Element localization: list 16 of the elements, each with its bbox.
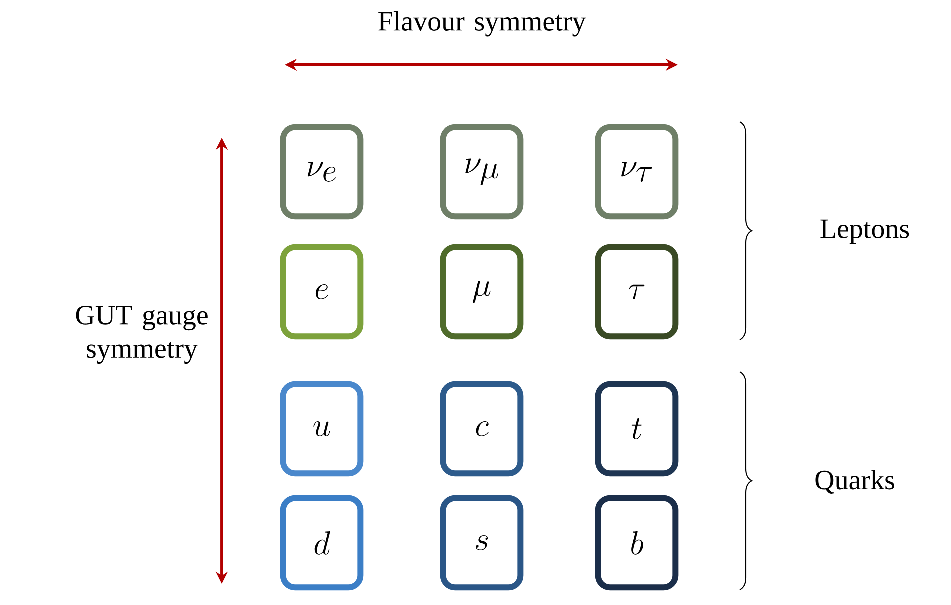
axis-label: Leptons xyxy=(820,220,910,244)
particle-box: $\nu_\mu$ xyxy=(440,124,524,220)
particle-box: $\nu_\tau$ xyxy=(595,124,679,220)
particle-box: $t$ xyxy=(595,381,679,477)
particle-box: $\nu_e$ xyxy=(280,124,364,220)
axis-label: Flavour symmetry xyxy=(378,11,586,37)
particle-box: $s$ xyxy=(440,495,524,591)
particle-box: $c$ xyxy=(440,381,524,477)
particle-box: $e$ xyxy=(280,244,364,340)
particle-box: $b$ xyxy=(595,495,679,591)
particle-box: $d$ xyxy=(280,495,364,591)
particle-box: $\mu$ xyxy=(440,244,524,340)
particle-box: $\tau$ xyxy=(595,244,679,340)
particle-box: $u$ xyxy=(280,381,364,477)
axis-label: Quarks xyxy=(816,470,894,494)
axis-label: GUT gauge symmetry xyxy=(76,306,208,364)
